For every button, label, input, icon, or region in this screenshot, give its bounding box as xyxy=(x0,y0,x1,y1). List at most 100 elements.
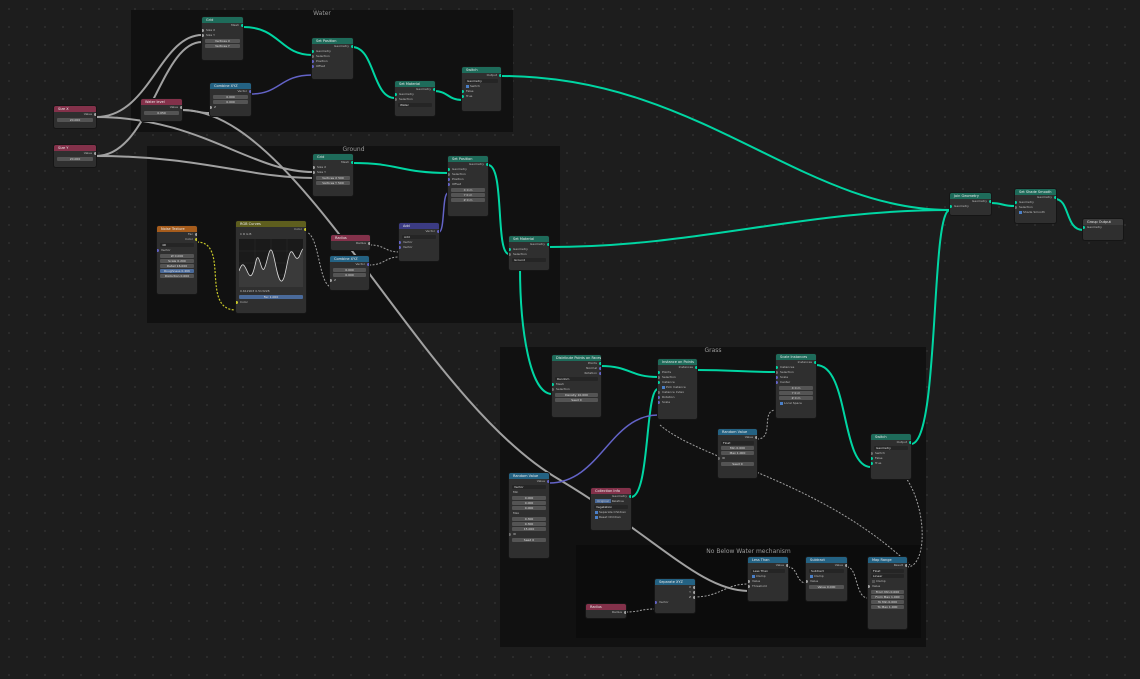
node-instance-on-points[interactable]: Instance on Points Instances Points Sele… xyxy=(658,359,697,419)
input-socket[interactable] xyxy=(312,65,314,68)
output-socket[interactable] xyxy=(486,163,488,166)
node-map-range[interactable]: Map Range Result Float Linear Clamp Valu… xyxy=(868,557,907,629)
map-range-from-min-field[interactable]: From Min 0.000 xyxy=(871,590,904,594)
random1-min-field[interactable]: Min 0.000 xyxy=(721,446,754,450)
map-range-from-max-field[interactable]: From Max 1.000 xyxy=(871,595,904,599)
checkbox-icon[interactable] xyxy=(780,401,783,405)
map-range-interp-select[interactable]: Linear xyxy=(871,574,904,578)
node-water-level[interactable]: Water level Value 0.050 xyxy=(141,99,182,121)
node-switch-water[interactable]: Switch Output Geometry Switch False True xyxy=(462,67,501,111)
noise-w-field[interactable]: W 0.000 xyxy=(160,254,194,258)
input-socket[interactable] xyxy=(157,249,159,252)
input-socket[interactable] xyxy=(448,183,450,186)
setmat-water-material-select[interactable]: Water xyxy=(398,103,432,107)
node-subtract[interactable]: Subtract Value Subtract Clamp Value Valu… xyxy=(806,557,847,601)
random2-seed-field[interactable]: Seed 0 xyxy=(512,538,546,542)
output-socket[interactable] xyxy=(693,586,695,589)
input-socket[interactable] xyxy=(871,457,873,460)
output-socket[interactable] xyxy=(629,495,631,498)
node-grid-ground[interactable]: Grid Mesh Size X Size Y Vertices X 500 V… xyxy=(313,154,353,196)
output-socket[interactable] xyxy=(905,564,907,567)
grid-water-vertices-x-field[interactable]: Vertices X xyxy=(205,39,240,43)
node-set-position-water[interactable]: Set Position Geometry Geometry Selection… xyxy=(312,38,353,79)
output-socket[interactable] xyxy=(367,263,369,266)
node-radius[interactable]: Radius Radius xyxy=(331,235,370,250)
input-socket[interactable] xyxy=(552,388,554,391)
output-socket[interactable] xyxy=(368,242,370,245)
random2-max-x-field[interactable]: 0.300 xyxy=(512,517,546,521)
random2-min-y-field[interactable]: 0.000 xyxy=(512,501,546,505)
input-socket[interactable] xyxy=(312,50,314,53)
output-socket[interactable] xyxy=(437,230,439,233)
collection-select[interactable]: Vegetation xyxy=(594,505,628,509)
map-range-to-min-field[interactable]: To Min 0.000 xyxy=(871,600,904,604)
less-than-operation-select[interactable]: Less Than xyxy=(751,569,785,573)
input-socket[interactable] xyxy=(658,396,660,399)
scale-z-field[interactable]: Z 0 m xyxy=(779,396,813,400)
input-socket[interactable] xyxy=(658,371,660,374)
input-socket[interactable] xyxy=(399,246,401,249)
output-socket[interactable] xyxy=(786,564,788,567)
input-socket[interactable] xyxy=(210,106,212,109)
input-socket[interactable] xyxy=(658,401,660,404)
curves-fac-field[interactable]: Fac 1.000 xyxy=(239,295,303,299)
random1-type-select[interactable]: Float xyxy=(721,441,754,445)
input-socket[interactable] xyxy=(871,462,873,465)
input-socket[interactable] xyxy=(312,55,314,58)
input-socket[interactable] xyxy=(509,253,511,256)
distribute-seed-field[interactable]: Seed 0 xyxy=(555,398,598,402)
setpos-ground-z-field[interactable]: Z 0 m xyxy=(451,198,485,202)
subtract-value-2-field[interactable]: Value 0.000 xyxy=(809,585,844,589)
switch-water-type-select[interactable]: Geometry xyxy=(465,79,498,83)
node-add[interactable]: Add Vector Add Vector Vector xyxy=(399,223,439,261)
output-socket[interactable] xyxy=(1054,196,1056,199)
output-socket[interactable] xyxy=(909,441,911,444)
checkbox-icon[interactable] xyxy=(1019,210,1022,214)
subtract-operation-select[interactable]: Subtract xyxy=(809,569,844,573)
input-socket[interactable] xyxy=(868,585,870,588)
input-socket[interactable] xyxy=(462,95,464,98)
output-socket[interactable] xyxy=(94,152,96,155)
node-group-output[interactable]: Group Output Geometry xyxy=(1083,219,1123,240)
input-socket[interactable] xyxy=(312,60,314,63)
node-size-y[interactable]: Size Y Value 20.000 xyxy=(54,145,96,167)
random1-max-field[interactable]: Max 1.000 xyxy=(721,451,754,455)
noise-distortion-field[interactable]: Distortion 0.000 xyxy=(160,274,194,278)
output-socket[interactable] xyxy=(599,367,601,370)
random1-seed-field[interactable]: Seed 0 xyxy=(721,462,754,466)
node-random-value-vector[interactable]: Random Value Value Vector Min 0.000 0.00… xyxy=(509,473,549,558)
input-socket[interactable] xyxy=(1015,201,1017,204)
output-socket[interactable] xyxy=(249,90,251,93)
combine-ground-y-field[interactable]: 0.000 xyxy=(333,273,366,277)
input-socket[interactable] xyxy=(658,376,660,379)
map-range-type-select[interactable]: Float xyxy=(871,569,904,573)
output-socket[interactable] xyxy=(814,361,816,364)
checkbox-icon[interactable] xyxy=(595,515,598,519)
input-socket[interactable] xyxy=(1083,226,1085,229)
node-combine-xyz-ground[interactable]: Combine XYZ Vector 0.000 0.000 Z xyxy=(330,256,369,290)
output-socket[interactable] xyxy=(599,372,601,375)
output-socket[interactable] xyxy=(755,436,757,439)
checkbox-icon[interactable] xyxy=(466,84,469,88)
input-socket[interactable] xyxy=(776,366,778,369)
node-combine-xyz-water[interactable]: Combine XYZ Vector 0.000 0.000 Z xyxy=(210,83,251,116)
node-set-material-water[interactable]: Set Material Geometry Geometry Selection… xyxy=(395,81,435,116)
output-socket[interactable] xyxy=(351,161,353,164)
checkbox-icon[interactable] xyxy=(752,574,755,578)
noise-dimensions-select[interactable]: 4D xyxy=(160,243,194,247)
grid-ground-vertices-x-field[interactable]: Vertices X 500 xyxy=(316,176,350,180)
output-socket[interactable] xyxy=(989,200,991,203)
input-socket[interactable] xyxy=(448,178,450,181)
output-socket[interactable] xyxy=(180,106,182,109)
combine-water-x-field[interactable]: 0.000 xyxy=(213,95,248,99)
output-socket[interactable] xyxy=(693,596,695,599)
output-socket[interactable] xyxy=(599,362,601,365)
input-socket[interactable] xyxy=(552,383,554,386)
input-socket[interactable] xyxy=(448,173,450,176)
setmat-ground-material-select[interactable]: Ground xyxy=(512,258,546,262)
output-socket[interactable] xyxy=(195,238,197,241)
input-socket[interactable] xyxy=(658,381,660,384)
grid-water-vertices-y-field[interactable]: Vertices Y xyxy=(205,44,240,48)
output-socket[interactable] xyxy=(499,74,501,77)
input-socket[interactable] xyxy=(399,241,401,244)
